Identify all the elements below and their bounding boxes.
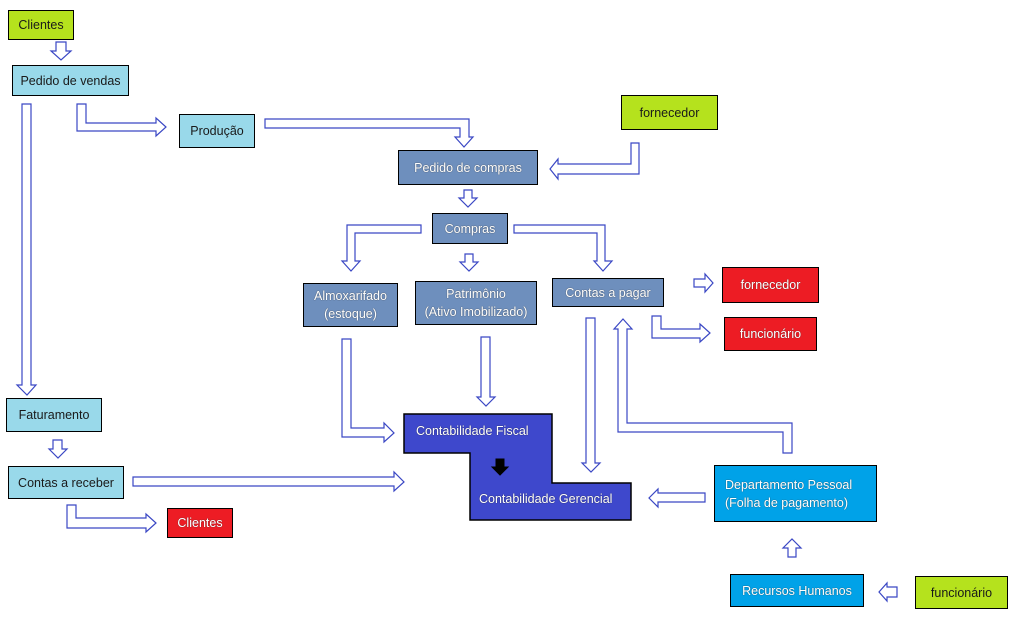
node-label: funcionário: [739, 327, 802, 341]
node-contabilidade-gerencial: Contabilidade Gerencial: [479, 492, 613, 506]
node-label: fornecedor: [639, 105, 700, 120]
arrow-producao-to-pedido-compras: [264, 118, 475, 148]
node-compras: Compras: [432, 213, 508, 244]
node-funcionario-bottom: funcionário: [915, 576, 1008, 609]
node-almoxarifado: Almoxarifado (estoque): [303, 283, 398, 327]
node-departamento-pessoal: Departamento Pessoal (Folha de pagamento…: [714, 465, 877, 522]
node-label: Clientes: [18, 18, 64, 32]
arrow-clientes-to-pedido-vendas: [49, 41, 73, 61]
node-label-line2: (Folha de pagamento): [725, 495, 848, 510]
node-pedido-compras: Pedido de compras: [398, 150, 538, 185]
arrow-contas-receber-to-clientes: [66, 504, 157, 534]
node-label: fornecedor: [740, 278, 801, 292]
arrow-contas-pagar-to-funcionario: [651, 315, 711, 344]
node-patrimonio: Patrimônio (Ativo Imobilizado): [415, 281, 537, 325]
node-label-line1: Patrimônio: [446, 287, 506, 301]
node-label-line2: (Ativo Imobilizado): [424, 305, 528, 319]
node-label: Compras: [444, 221, 496, 236]
node-recursos-humanos: Recursos Humanos: [730, 574, 864, 607]
node-clientes-top: Clientes: [8, 10, 74, 40]
node-label-line2: (estoque): [324, 307, 377, 321]
node-contas-receber: Contas a receber: [8, 466, 124, 499]
node-fornecedor-red: fornecedor: [722, 267, 819, 303]
node-contas-pagar: Contas a pagar: [552, 278, 664, 307]
arrow-contas-pagar-to-fornecedor: [693, 272, 714, 294]
node-funcionario-red: funcionário: [724, 317, 817, 351]
node-label-line1: Departamento Pessoal: [725, 477, 853, 492]
node-producao: Produção: [179, 114, 255, 148]
arrow-contas-pagar-to-contab-gerencial: [580, 317, 602, 473]
node-label: Recursos Humanos: [742, 583, 852, 598]
node-contabilidade-fiscal: Contabilidade Fiscal: [416, 424, 529, 438]
arrow-dep-pessoal-to-contab-gerencial: [648, 487, 706, 509]
arrow-contas-receber-to-contabilidade: [132, 470, 405, 493]
node-label: funcionário: [930, 585, 993, 600]
arrow-pedido-vendas-to-producao: [76, 103, 167, 138]
arrow-compras-to-patrimonio: [458, 253, 480, 272]
node-label: Contas a pagar: [565, 285, 651, 300]
node-label: Produção: [190, 124, 244, 138]
arrow-dep-pessoal-to-contas-pagar: [612, 318, 793, 454]
arrow-rh-to-dep-pessoal: [781, 538, 803, 558]
node-fornecedor-top: fornecedor: [621, 95, 718, 130]
node-clientes-red: Clientes: [167, 508, 233, 538]
arrow-funcionario-to-rh: [878, 581, 898, 603]
node-label: Pedido de vendas: [20, 73, 121, 88]
arrow-faturamento-to-contas-receber: [47, 439, 69, 459]
arrow-fornecedor-to-pedido-compras: [549, 142, 640, 181]
arrow-fiscal-to-gerencial: [490, 458, 510, 476]
arrow-pedido-compras-to-compras: [457, 189, 479, 208]
node-label: Faturamento: [18, 408, 90, 422]
arrow-compras-to-contas-pagar: [513, 224, 614, 272]
node-pedido-vendas: Pedido de vendas: [12, 65, 129, 96]
node-label: Pedido de compras: [414, 160, 522, 175]
node-faturamento: Faturamento: [6, 398, 102, 432]
arrow-patrimonio-to-contab-fiscal: [475, 336, 497, 407]
node-label: Contas a receber: [18, 475, 114, 490]
node-label: Clientes: [177, 516, 223, 530]
arrow-almoxarifado-to-contab-fiscal: [341, 338, 395, 444]
node-label-line1: Almoxarifado: [314, 289, 387, 303]
arrow-pedido-vendas-to-faturamento: [15, 103, 38, 396]
contabilidade-shape: [403, 413, 632, 521]
arrow-compras-to-almoxarifado: [340, 224, 422, 272]
